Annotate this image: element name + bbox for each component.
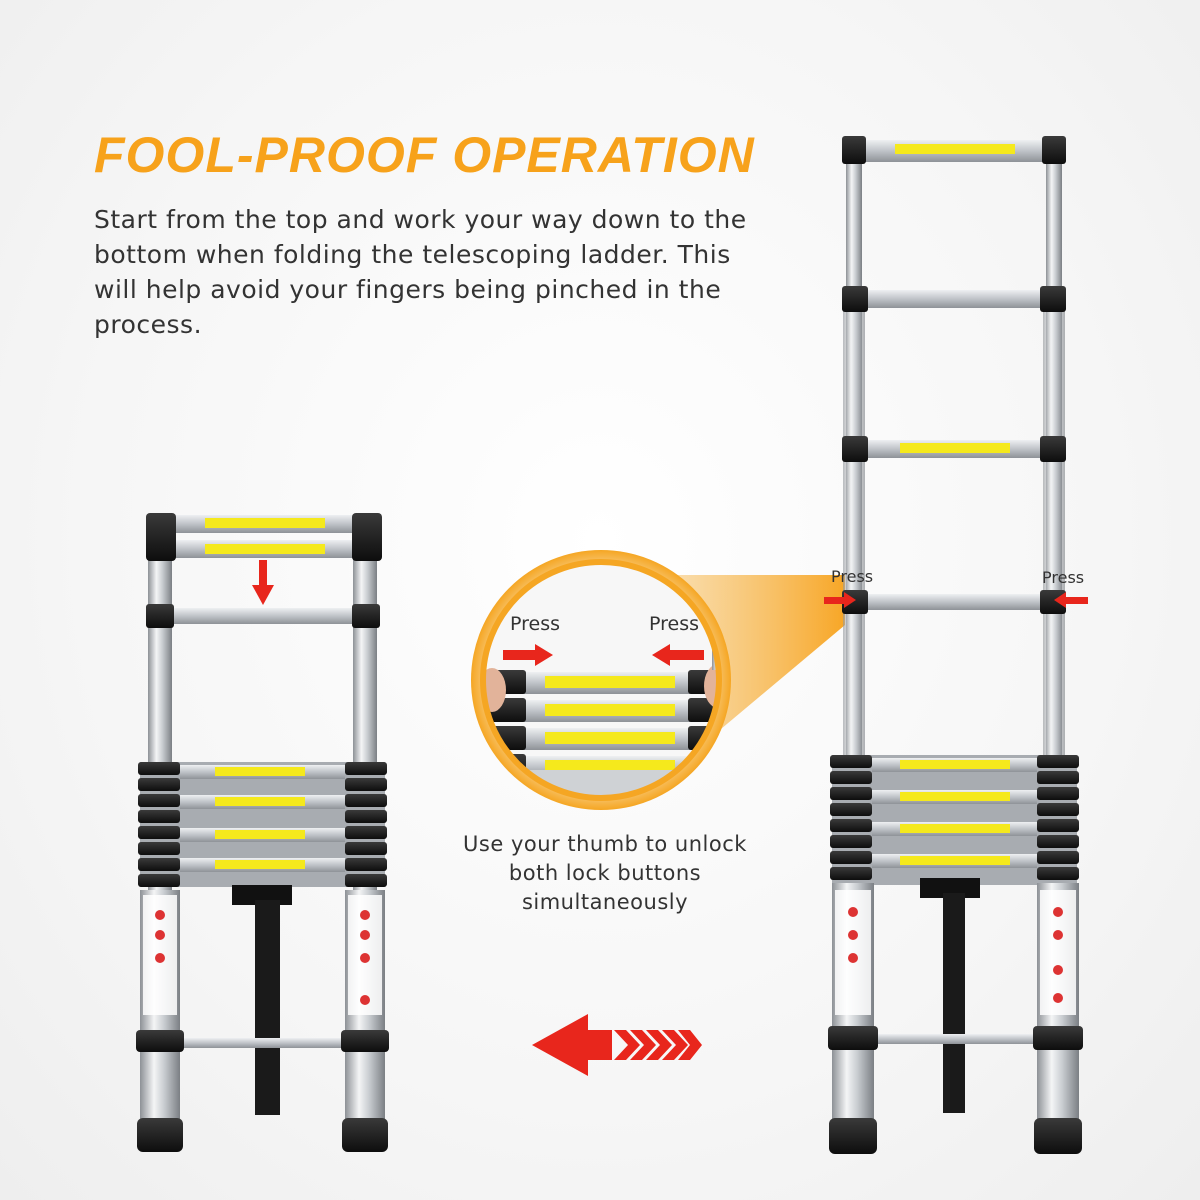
press-arrow-small-left-icon <box>1054 592 1088 608</box>
press-arrow-right-icon <box>503 644 553 666</box>
magnified-lock-detail: Press Press <box>471 550 845 810</box>
caption: Use your thumb to unlock both lock butto… <box>463 832 747 914</box>
press-label-right: Press <box>649 613 699 635</box>
description: Start from the top and work your way dow… <box>94 205 747 339</box>
press-label-upper-left: Press <box>831 567 873 586</box>
press-label-left: Press <box>510 613 560 635</box>
press-arrow-left-icon <box>652 644 704 666</box>
press-arrow-small-right-icon <box>824 592 856 608</box>
fold-direction-arrow-icon <box>532 1014 702 1076</box>
press-label-upper-right: Press <box>1042 568 1084 587</box>
extended-ladder: Press Press <box>824 136 1088 1154</box>
down-arrow-icon <box>252 560 274 605</box>
headline: FOOL-PROOF OPERATION <box>94 127 755 183</box>
folding-ladder <box>136 513 389 1152</box>
